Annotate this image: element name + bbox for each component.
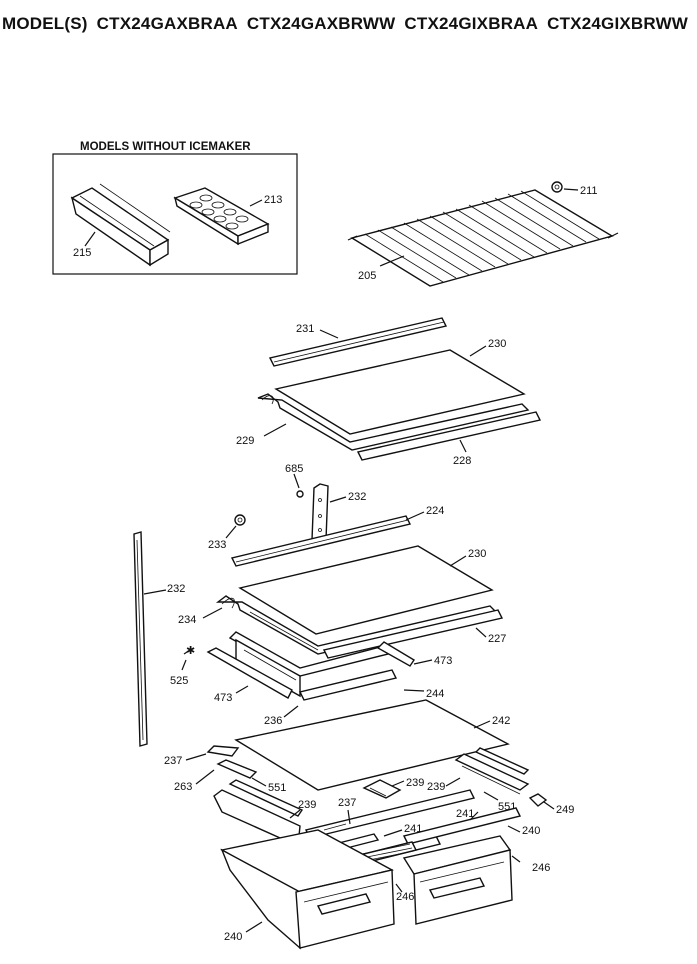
crisper-pan-left <box>220 829 395 950</box>
cover-support-left <box>206 745 258 779</box>
inset-title: MODELS WITHOUT ICEMAKER <box>80 141 251 153</box>
callout-label: 240 <box>522 825 540 837</box>
callout-label: 211 <box>580 185 598 197</box>
side-rail-part <box>133 531 148 747</box>
cover-bracket-part <box>362 779 402 799</box>
wire-shelf-part <box>347 189 619 287</box>
shelf-stop-part <box>234 514 246 526</box>
callout-label: 239 <box>427 781 445 793</box>
callout-label: 230 <box>488 338 506 350</box>
callout-label: 246 <box>396 891 414 903</box>
callout-label: 551 <box>268 782 286 794</box>
middle-shelf-assembly <box>215 515 504 659</box>
model-number: CTX24GAXBRAA <box>96 14 238 33</box>
inset-border <box>52 153 298 275</box>
model-number: CTX24GIXBRAA <box>404 14 539 33</box>
callout-label: 232 <box>167 583 185 595</box>
retainer-clip-part <box>528 793 548 807</box>
callout-label: 232 <box>348 491 366 503</box>
callout-label: 237 <box>164 755 182 767</box>
callout-label: 229 <box>236 435 254 447</box>
callout-label: 240 <box>224 931 242 943</box>
callout-label: 246 <box>532 862 550 874</box>
screw-part <box>296 490 304 498</box>
callout-label: 234 <box>178 614 196 626</box>
pan-support-assembly <box>206 631 415 701</box>
shelf-clip-part <box>551 181 563 193</box>
callout-label: 241 <box>456 808 474 820</box>
callout-label: 685 <box>285 463 303 475</box>
screw-icon: ✱ <box>186 645 195 657</box>
callout-label: 227 <box>488 633 506 645</box>
exploded-parts-diagram: MODELS WITHOUT ICEMAKER 215 213 <box>52 141 619 950</box>
icemaker-inset: MODELS WITHOUT ICEMAKER 215 213 <box>52 141 298 275</box>
callout-label: 213 <box>264 194 282 206</box>
model-header: MODEL(S) CTX24GAXBRAA CTX24GAXBRWW CTX24GIX… <box>2 14 688 34</box>
callout-label: 263 <box>174 781 192 793</box>
cover-support-right <box>454 747 530 795</box>
callout-label: 244 <box>426 688 444 700</box>
callout-label: 237 <box>338 797 356 809</box>
callout-label: 473 <box>434 655 452 667</box>
callout-label: 236 <box>264 715 282 727</box>
callout-label: 473 <box>214 692 232 704</box>
model-prefix: MODEL(S) <box>2 14 88 33</box>
callout-label: 215 <box>73 247 91 259</box>
crisper-cover-glass-part <box>234 699 510 791</box>
ice-bucket-part <box>70 183 171 267</box>
callout-label: 239 <box>298 799 316 811</box>
callout-label: 525 <box>170 675 188 687</box>
callout-label: 233 <box>208 539 226 551</box>
callout-label: 249 <box>556 804 574 816</box>
ice-tray-part <box>173 187 270 246</box>
callout-label: 241 <box>404 823 422 835</box>
callout-label: 230 <box>468 548 486 560</box>
callout-label: 228 <box>453 455 471 467</box>
upper-shelf-assembly <box>257 317 542 461</box>
model-number: CTX24GIXBRWW <box>547 14 689 33</box>
callout-label: 224 <box>426 505 444 517</box>
callout-label: 239 <box>406 777 424 789</box>
callout-label: 242 <box>492 715 510 727</box>
crisper-pan-right <box>402 835 513 925</box>
model-number: CTX24GAXBRWW <box>246 14 396 33</box>
callout-label: 205 <box>358 270 376 282</box>
callout-label: 231 <box>296 323 314 335</box>
